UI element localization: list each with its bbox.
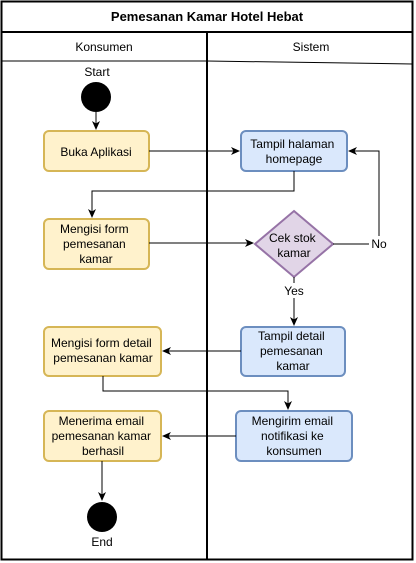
activity-mengisi-detail-text: Mengisi form detail pemesanan kamar xyxy=(51,336,155,365)
decision-line: Cek stok xyxy=(269,231,317,245)
activity-tampil-homepage-text: Tampil halaman homepage xyxy=(250,137,337,166)
lane-header-divider-right xyxy=(206,60,413,65)
activity-line: Mengisi form xyxy=(60,222,129,236)
edge-homepage-to-mengisi xyxy=(88,171,295,218)
end-label: End xyxy=(91,535,112,549)
activity-tampil-detail-text: Tampil detail pemesanan kamar xyxy=(258,329,328,373)
activity-mengirim-email-text: Mengirim email notifikasi ke konsumen xyxy=(252,414,337,458)
activity-line: Buka Aplikasi xyxy=(60,145,131,159)
activity-line: pemesanan xyxy=(63,237,126,251)
decision-cek-stok-text: Cek stok kamar xyxy=(269,231,319,260)
activity-line: Mengirim email xyxy=(252,414,333,428)
activity-line: pemesanan kamar xyxy=(52,429,151,443)
decision-line: kamar xyxy=(277,246,310,260)
activity-mengisi-form-text: Mengisi form pemesanan kamar xyxy=(60,222,132,266)
edge-cek-no-to-homepage xyxy=(333,147,380,245)
edge-mengisi-detail-to-email xyxy=(102,376,292,410)
start-label: Start xyxy=(84,65,110,79)
activity-line: berhasil xyxy=(82,444,124,458)
activity-line: homepage xyxy=(266,152,323,166)
activity-menerima-email-text: Menerima email pemesanan kamar berhasil xyxy=(52,414,155,458)
activity-buka-aplikasi-text: Buka Aplikasi xyxy=(60,145,131,159)
activity-line: Mengisi form detail xyxy=(51,336,152,350)
start-node xyxy=(81,82,111,112)
end-node xyxy=(87,502,117,532)
activity-line: pemesanan kamar xyxy=(53,351,152,365)
activity-line: kamar xyxy=(276,359,309,373)
edges xyxy=(88,112,380,501)
activity-line: Tampil detail xyxy=(258,329,325,343)
activity-line: konsumen xyxy=(266,444,321,458)
activity-line: kamar xyxy=(79,252,112,266)
activity-mengisi-form xyxy=(43,218,150,270)
no-label-bg xyxy=(369,236,389,251)
lane-label-konsumen: Konsumen xyxy=(75,40,132,54)
lane-label-sistem: Sistem xyxy=(293,40,330,54)
activity-line: Menerima email xyxy=(59,414,144,428)
diagram-title: Pemesanan Kamar Hotel Hebat xyxy=(111,9,304,24)
edge-label-no: No xyxy=(371,237,387,251)
edge-label-yes: Yes xyxy=(284,284,304,298)
activity-line: notifikasi ke xyxy=(261,429,324,443)
yes-label-bg xyxy=(282,283,306,298)
activity-line: pemesanan xyxy=(260,344,323,358)
activity-line: Tampil halaman xyxy=(250,137,334,151)
